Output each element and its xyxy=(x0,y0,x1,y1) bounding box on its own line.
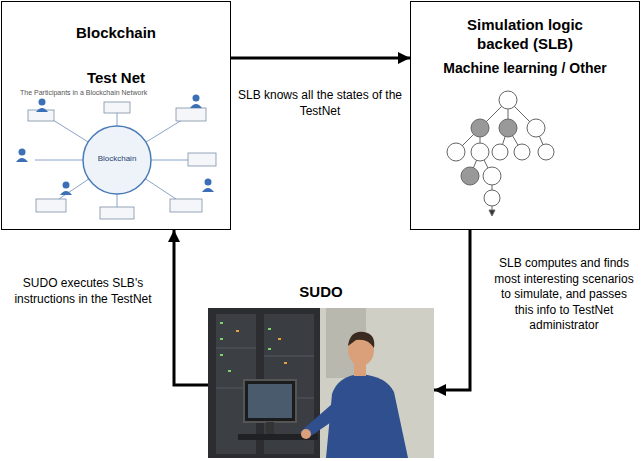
illustration-part xyxy=(16,95,214,196)
node-heading: SUDO xyxy=(261,283,381,302)
flow-arrow xyxy=(231,57,410,60)
illustration-label: Blockchain xyxy=(82,154,152,164)
illustration-part xyxy=(104,102,130,113)
illustration-part xyxy=(202,188,214,192)
illustration-part xyxy=(499,91,517,109)
illustration-part xyxy=(471,119,489,137)
illustration-part xyxy=(499,119,517,137)
illustration-part xyxy=(236,330,287,364)
illustration-part xyxy=(301,429,311,439)
illustration-part xyxy=(208,308,320,458)
edge-label: SLB knows all the states of the TestNet xyxy=(236,88,404,119)
illustration-part xyxy=(193,95,200,102)
illustration-part xyxy=(100,207,134,219)
illustration-part xyxy=(348,332,374,348)
illustration-part xyxy=(28,102,216,219)
illustration-part xyxy=(16,158,28,162)
illustration-part xyxy=(205,179,212,186)
slb-box: Simulation logic backed (SLB) Machine lea… xyxy=(410,1,640,230)
blockchain-network-illustration xyxy=(16,95,216,220)
illustration-part xyxy=(284,362,287,364)
illustration-part xyxy=(220,322,223,324)
illustration-part xyxy=(176,108,206,121)
illustration-part xyxy=(36,199,66,212)
illustration-part xyxy=(266,422,274,434)
illustration-part xyxy=(208,308,434,458)
illustration-part xyxy=(461,167,479,185)
illustration-part xyxy=(278,338,281,340)
flow-arrow xyxy=(174,230,208,385)
illustration-part xyxy=(236,330,239,332)
edge-label: SLB computes and finds most interesting … xyxy=(490,256,638,334)
illustration-part xyxy=(492,144,508,160)
illustration-part xyxy=(268,348,271,350)
node-heading: Blockchain xyxy=(16,24,216,43)
illustration-part xyxy=(35,108,200,212)
illustration-part xyxy=(264,356,314,357)
illustration-part xyxy=(228,370,231,372)
illustration-part xyxy=(220,354,223,356)
illustration-part xyxy=(484,190,500,206)
illustration-part xyxy=(188,153,216,166)
node-subheading: Test Net xyxy=(16,69,216,88)
illustration-part xyxy=(36,108,48,112)
illustration-part xyxy=(268,328,271,330)
illustration-part xyxy=(483,167,501,185)
illustration-part xyxy=(190,104,202,108)
illustration-part xyxy=(39,99,46,106)
admin-photo xyxy=(208,308,434,458)
illustration-part xyxy=(170,199,202,212)
illustration-part xyxy=(456,100,546,212)
illustration-title: The Participants in a Blockchain Network xyxy=(20,88,216,97)
illustration-part xyxy=(447,143,465,161)
illustration-part xyxy=(538,144,554,160)
illustration-part xyxy=(19,149,26,156)
illustration-part xyxy=(300,404,340,438)
illustration-part xyxy=(244,380,296,422)
illustration-part xyxy=(83,126,151,194)
illustration-part xyxy=(60,191,72,195)
edge-label: SUDO executes SLB's instructions in the … xyxy=(6,276,160,307)
illustration-part xyxy=(220,338,223,340)
admin-node: SUDO xyxy=(208,283,434,458)
illustration-part xyxy=(489,210,495,216)
testnet-box: BlockchainTest Net xyxy=(1,1,231,230)
flow-arrow xyxy=(434,230,470,390)
illustration-part xyxy=(514,144,530,160)
illustration-part xyxy=(248,384,292,418)
node-heading: Simulation logic backed (SLB) xyxy=(445,16,605,54)
illustration-part xyxy=(63,182,70,189)
tree-illustration xyxy=(447,91,554,216)
node-subheading: Machine learning / Other xyxy=(420,60,630,78)
illustration-part xyxy=(527,119,545,137)
illustration-part xyxy=(471,143,489,161)
illustration-part xyxy=(216,348,256,349)
illustration-part xyxy=(220,322,271,372)
